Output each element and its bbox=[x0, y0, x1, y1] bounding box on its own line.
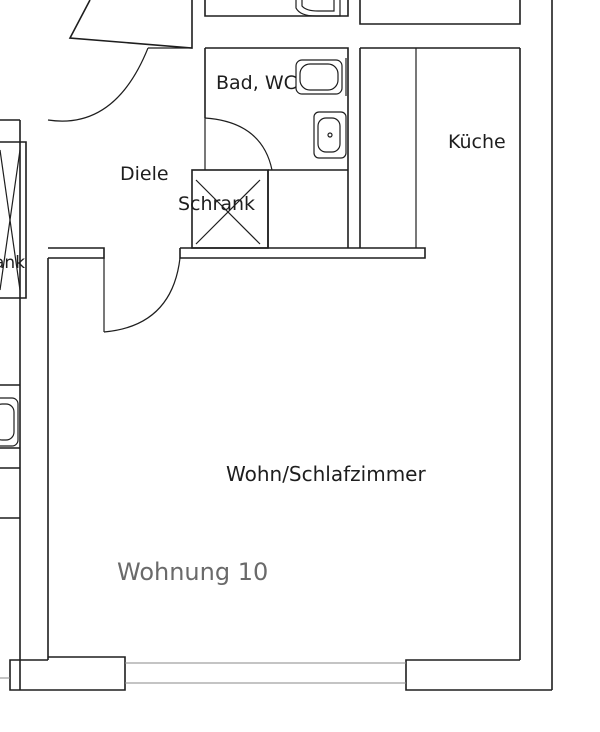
left-closet-label: ank bbox=[0, 253, 25, 273]
closet-cross bbox=[195, 179, 261, 245]
left-closet bbox=[0, 141, 27, 519]
top-toilet-icon bbox=[295, 0, 341, 17]
living-room-label: Wohn/Schlafzimmer bbox=[226, 462, 426, 486]
kitchen-label: Küche bbox=[448, 131, 506, 153]
hall-label: Diele bbox=[120, 163, 169, 185]
apartment-label: Wohnung 10 bbox=[117, 558, 268, 586]
left-sink-icon bbox=[0, 397, 19, 447]
sink-icon bbox=[313, 111, 347, 159]
doors bbox=[47, 47, 273, 333]
toilet-icon bbox=[295, 58, 347, 96]
closet-label: Schrank bbox=[178, 193, 255, 215]
bottom-window bbox=[0, 662, 406, 684]
bath-label: Bad, WC bbox=[216, 72, 297, 94]
upper-walls bbox=[48, 0, 521, 259]
outer-walls bbox=[0, 0, 553, 691]
